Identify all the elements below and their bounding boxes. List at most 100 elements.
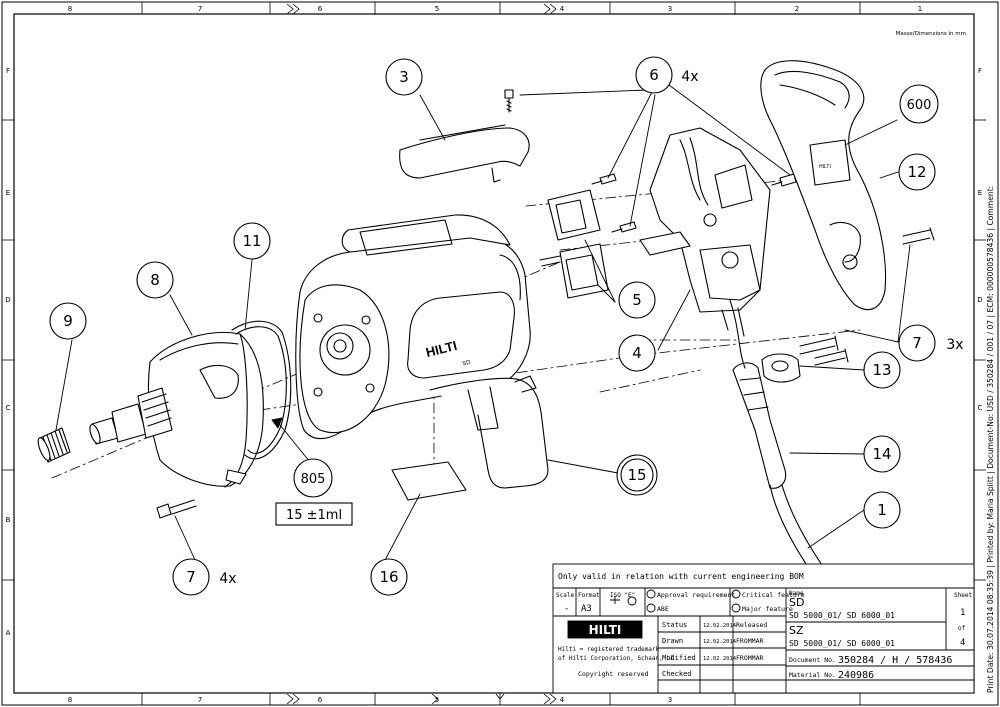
row-label: D	[977, 296, 982, 304]
drawn-label: Drawn	[662, 637, 683, 645]
name-2: SZ	[789, 624, 804, 637]
scale-label: Scale	[556, 592, 574, 599]
row-label: C	[6, 404, 11, 412]
part-4-switch-assembly	[639, 127, 771, 337]
callout-11: 11	[233, 222, 271, 260]
callout-6-qty: 4x	[681, 69, 698, 85]
callout-7-right: 7	[898, 324, 936, 362]
exploded-view: HILTI SD	[37, 60, 935, 606]
svg-text:805: 805	[301, 472, 326, 487]
row-labels: F E D C B A F E D C	[5, 67, 982, 637]
name-1: SD	[789, 596, 804, 609]
modified-date: 12.02.2014	[703, 656, 737, 662]
callout-805: 805	[293, 458, 333, 498]
name-2-models: SD 5000_01/ SD 6000_01	[789, 639, 895, 648]
leader-lines	[55, 81, 911, 561]
part-8-front-housing	[89, 331, 264, 488]
row-label: C	[978, 404, 983, 412]
row-label: D	[5, 296, 10, 304]
grip-badge-logo: HILTI	[819, 164, 831, 170]
row-label: F	[978, 67, 982, 75]
callout-7-left-qty: 4x	[219, 571, 236, 587]
col-label: 4	[560, 5, 565, 13]
print-info-side-text: Print Date: 30.07.2014 08:35:39 | Printe…	[986, 186, 995, 693]
svg-text:5: 5	[632, 291, 642, 309]
callout-600: 600	[899, 84, 939, 124]
col-label: 5	[435, 696, 439, 704]
iso-label: ISO "E"	[610, 592, 635, 599]
name-label: Name	[789, 590, 804, 597]
material-no-label: Material No.	[789, 671, 836, 679]
part-13-cord-clamp	[761, 353, 801, 383]
row-label: B	[6, 516, 11, 524]
col-label: 2	[795, 5, 799, 13]
col-label: 7	[198, 5, 202, 13]
row-label: E	[978, 189, 982, 197]
format-value: A3	[581, 604, 592, 614]
major-label: Major feature	[742, 605, 793, 613]
callout-7-right-qty: 3x	[946, 337, 963, 353]
status-label: Status	[662, 621, 687, 629]
column-labels: 8 7 6 5 4 3 2 1 8 7 6 5 4 3	[68, 5, 922, 704]
callout-4: 4	[618, 334, 656, 372]
row-label: F	[6, 67, 10, 75]
title-block-text: Only valid in relation with current engi…	[556, 572, 972, 681]
approval-label: Approval requirement	[657, 591, 735, 599]
svg-text:13: 13	[872, 361, 891, 379]
part-14-cord-sleeve	[732, 362, 787, 489]
part-9-threaded-sleeve	[37, 427, 71, 463]
part-16-label	[391, 461, 467, 501]
part-1-power-cable	[729, 299, 849, 606]
sheet-total: 4	[960, 638, 965, 648]
part-11-gasket	[231, 320, 292, 460]
svg-text:7: 7	[186, 568, 196, 586]
document-no-value: 350284 / H / 578436	[838, 655, 952, 666]
sheet-label: Sheet	[954, 592, 972, 599]
col-label: 6	[318, 696, 323, 704]
sheet-inner-frame	[13, 13, 975, 694]
callout-9: 9	[49, 302, 87, 340]
sheet-of: of	[958, 625, 966, 632]
screws	[156, 89, 935, 519]
col-label: 3	[668, 696, 672, 704]
svg-text:15: 15	[627, 466, 646, 484]
row-label: E	[6, 189, 10, 197]
format-label: Format	[578, 592, 600, 599]
row-label: A	[6, 629, 11, 637]
sheet-number: 1	[960, 608, 965, 618]
callout-7-left: 7	[172, 558, 210, 596]
modified-label: Modified	[662, 654, 696, 662]
svg-text:6: 6	[649, 66, 659, 84]
housing-hilti-logo: HILTI	[424, 338, 458, 360]
svg-text:600: 600	[907, 98, 932, 113]
trademark-line-1: Hilti = registered trademark	[558, 646, 660, 653]
col-label: 8	[68, 696, 72, 704]
title-block	[552, 563, 975, 694]
svg-text:4: 4	[632, 344, 642, 362]
svg-text:14: 14	[872, 445, 891, 463]
callout-13: 13	[863, 351, 901, 389]
callout-8: 8	[136, 261, 174, 299]
callout-15: 15	[616, 454, 658, 496]
svg-text:12: 12	[907, 163, 926, 181]
svg-text:7: 7	[912, 334, 922, 352]
part-3-belt-clip	[399, 124, 530, 183]
name-1-models: SD 5000_01/ SD 6000_01	[789, 611, 895, 620]
callout-6: 6	[635, 56, 673, 94]
col-label: 4	[560, 696, 565, 704]
svg-text:15 ±1ml: 15 ±1ml	[286, 508, 342, 523]
callout-14: 14	[863, 435, 901, 473]
centering-marks	[286, 3, 557, 705]
callout-16: 16	[370, 558, 408, 596]
checked-label: Checked	[662, 670, 692, 678]
status-date: 12.02.2014	[703, 623, 737, 629]
copyright-note: Copyright reserved	[578, 670, 649, 678]
callout-1: 1	[863, 491, 901, 529]
zone-ticks	[2, 2, 986, 705]
drawn-date: 12.02.2014	[703, 639, 737, 645]
main-housing: HILTI SD	[295, 214, 549, 489]
svg-text:8: 8	[150, 271, 160, 289]
modified-value: FROMMAR	[736, 654, 763, 662]
col-label: 8	[68, 5, 72, 13]
